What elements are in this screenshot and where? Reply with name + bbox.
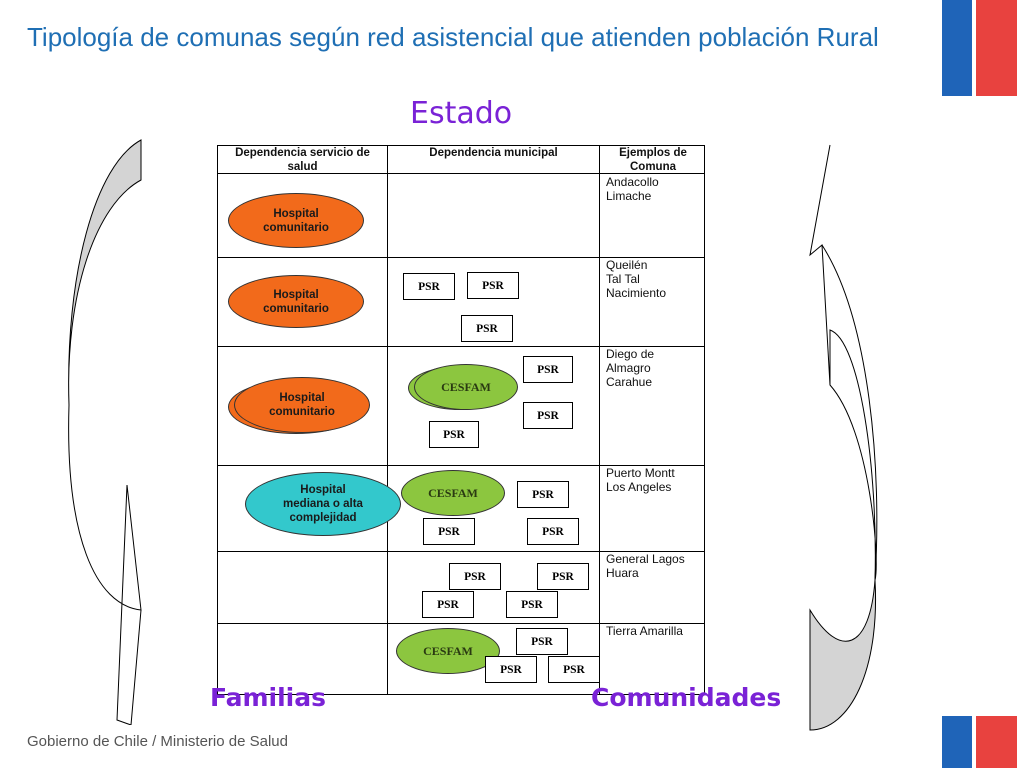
comunidades-label: Comunidades bbox=[591, 683, 782, 712]
psr-box: PSR bbox=[548, 656, 600, 683]
psr-box: PSR bbox=[422, 591, 474, 618]
header-dependencia-municipal: Dependencia municipal bbox=[429, 147, 558, 159]
familias-label: Familias bbox=[210, 683, 326, 712]
psr-box: PSR bbox=[461, 315, 513, 342]
psr-box: PSR bbox=[527, 518, 579, 545]
psr-box: PSR bbox=[485, 656, 537, 683]
psr-box: PSR bbox=[517, 481, 569, 508]
psr-box: PSR bbox=[429, 421, 479, 448]
psr-box: PSR bbox=[537, 563, 589, 590]
left-curved-arrow-icon bbox=[68, 139, 142, 725]
header-dependencia-servicio: Dependencia servicio de salud bbox=[235, 147, 370, 173]
psr-box: PSR bbox=[467, 272, 519, 299]
cesfam-row-3: CESFAM bbox=[414, 364, 518, 410]
slide-title: Tipología de comunas según red asistenci… bbox=[27, 22, 879, 52]
psr-box: PSR bbox=[506, 591, 558, 618]
right-curved-arrow-icon bbox=[809, 144, 878, 731]
footer-text: Gobierno de Chile / Ministerio de Salud bbox=[27, 733, 288, 750]
header-ejemplos-comuna: Ejemplos de Comuna bbox=[619, 147, 687, 173]
chile-flag-decoration-bottom bbox=[942, 716, 1017, 768]
psr-box: PSR bbox=[423, 518, 475, 545]
psr-box: PSR bbox=[449, 563, 501, 590]
psr-box: PSR bbox=[523, 356, 573, 383]
psr-box: PSR bbox=[523, 402, 573, 429]
examples-row-6: Tierra Amarilla bbox=[606, 624, 683, 638]
chile-flag-decoration-top bbox=[942, 0, 1017, 96]
cesfam-row-6: CESFAM bbox=[396, 628, 500, 674]
psr-box: PSR bbox=[516, 628, 568, 655]
cesfam-row-4: CESFAM bbox=[401, 470, 505, 516]
care-network-table bbox=[217, 145, 705, 695]
psr-box: PSR bbox=[403, 273, 455, 300]
diagram-subtitle: Estado bbox=[410, 96, 513, 131]
